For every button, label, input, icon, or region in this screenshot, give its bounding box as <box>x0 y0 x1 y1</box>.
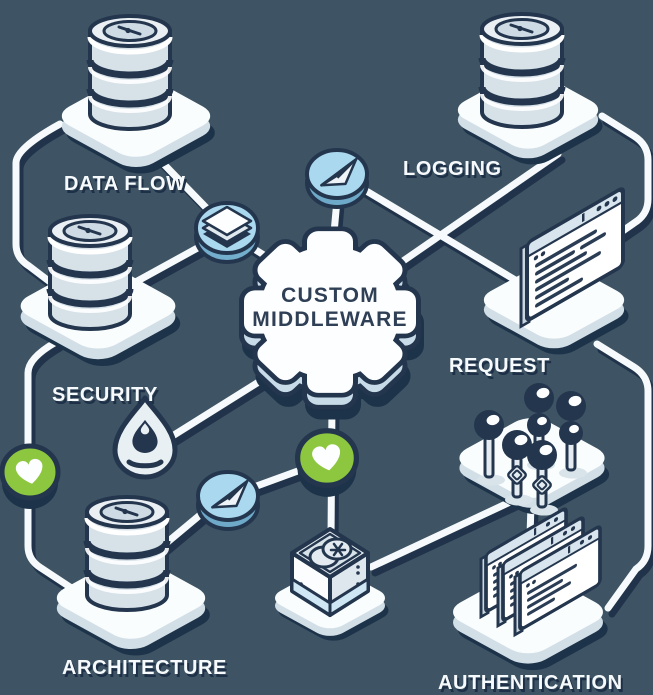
gear-label-line1: CUSTOM <box>281 284 379 307</box>
custom-middleware-gear: CUSTOM MIDDLEWARE <box>244 231 419 415</box>
paper-plane-icon <box>305 148 369 209</box>
label-logging: LOGGING <box>403 158 502 180</box>
gear-label-line2: MIDDLEWARE <box>252 308 408 331</box>
database-icon <box>482 14 562 127</box>
server-box-icon <box>267 527 396 645</box>
heart-icon <box>298 431 357 497</box>
label-security: SECURITY <box>52 384 158 406</box>
layers-icon <box>194 201 260 264</box>
database-icon <box>90 16 170 129</box>
label-authentication: AUTHENTICATION <box>438 672 623 694</box>
label-request: REQUEST <box>449 355 550 377</box>
heart-icon <box>2 446 58 509</box>
database-icon <box>50 216 130 329</box>
paper-plane-icon <box>196 470 260 531</box>
label-architecture: ARCHITECTURE <box>62 657 227 679</box>
water-drop-icon <box>112 395 178 480</box>
label-data-flow: DATA FLOW <box>64 173 186 195</box>
database-icon <box>87 497 167 610</box>
